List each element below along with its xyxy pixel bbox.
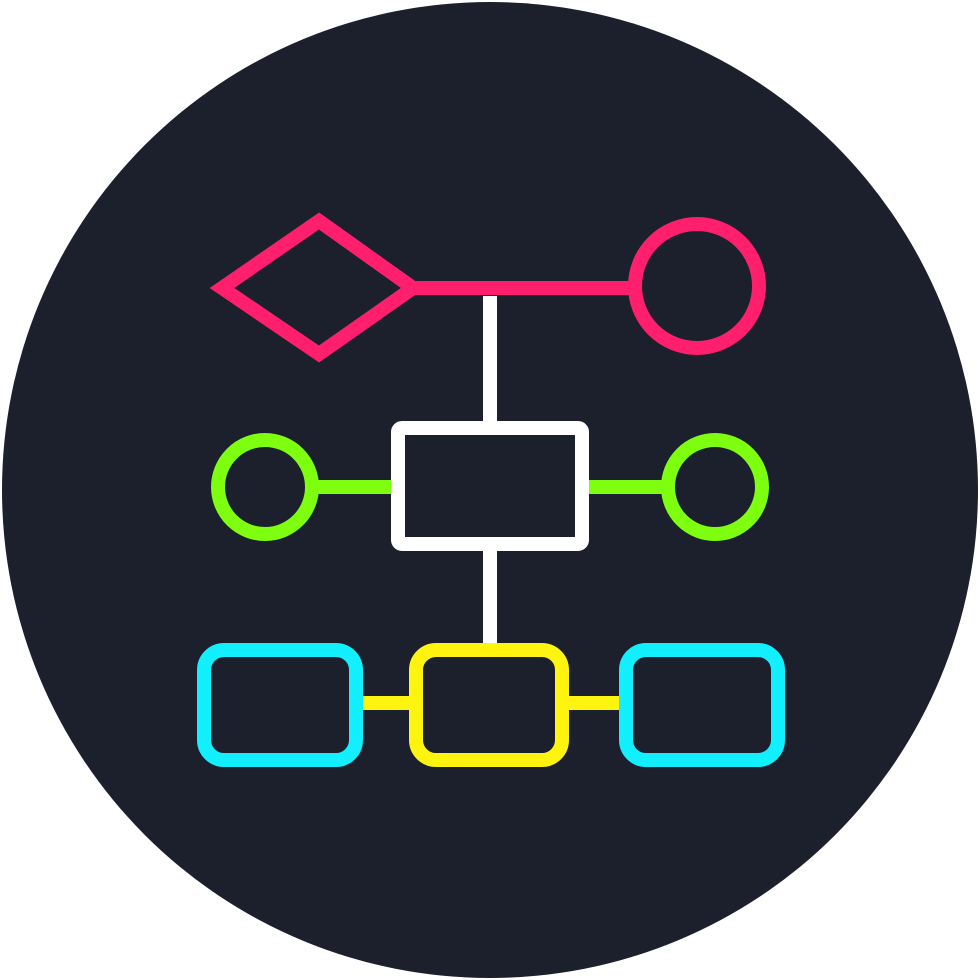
process-box xyxy=(391,421,589,551)
right-node-circle xyxy=(661,433,769,541)
decision-diamond xyxy=(209,212,426,363)
left-output-box xyxy=(197,643,363,767)
connectors xyxy=(313,281,666,710)
right-output-box xyxy=(619,643,785,767)
center-output-box xyxy=(409,643,569,767)
left-node-circle xyxy=(211,433,319,541)
end-circle xyxy=(628,217,766,355)
